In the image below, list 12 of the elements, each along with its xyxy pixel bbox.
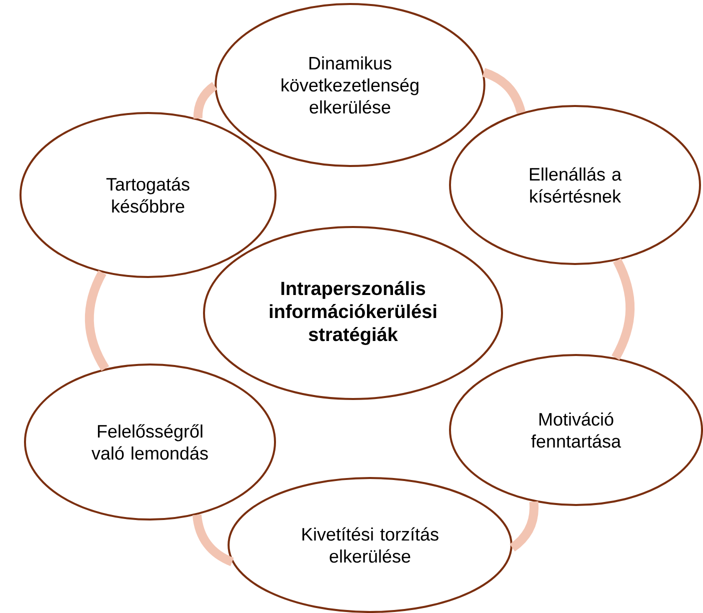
ellipse-node: Dinamikus következetlenség elkerülése [214, 3, 486, 167]
ellipse-node: Felelősségről való lemondás [24, 364, 276, 520]
ring-arc [84, 270, 110, 371]
ring-arc [192, 514, 234, 566]
ellipse-node: Tartogatás későbbre [20, 112, 276, 278]
ellipse-node: Intraperszonális információkerülési stratégiák [203, 226, 503, 400]
ellipse-node: Kivetítési torzítás elkerülése [228, 477, 512, 613]
ellipse-node: Ellenállás a kísértésnek [449, 105, 701, 265]
ring-arc [612, 258, 635, 360]
ellipse-node: Motiváció fenntartása [449, 354, 703, 506]
ring-arc [482, 68, 526, 114]
ring-arc [510, 501, 538, 552]
